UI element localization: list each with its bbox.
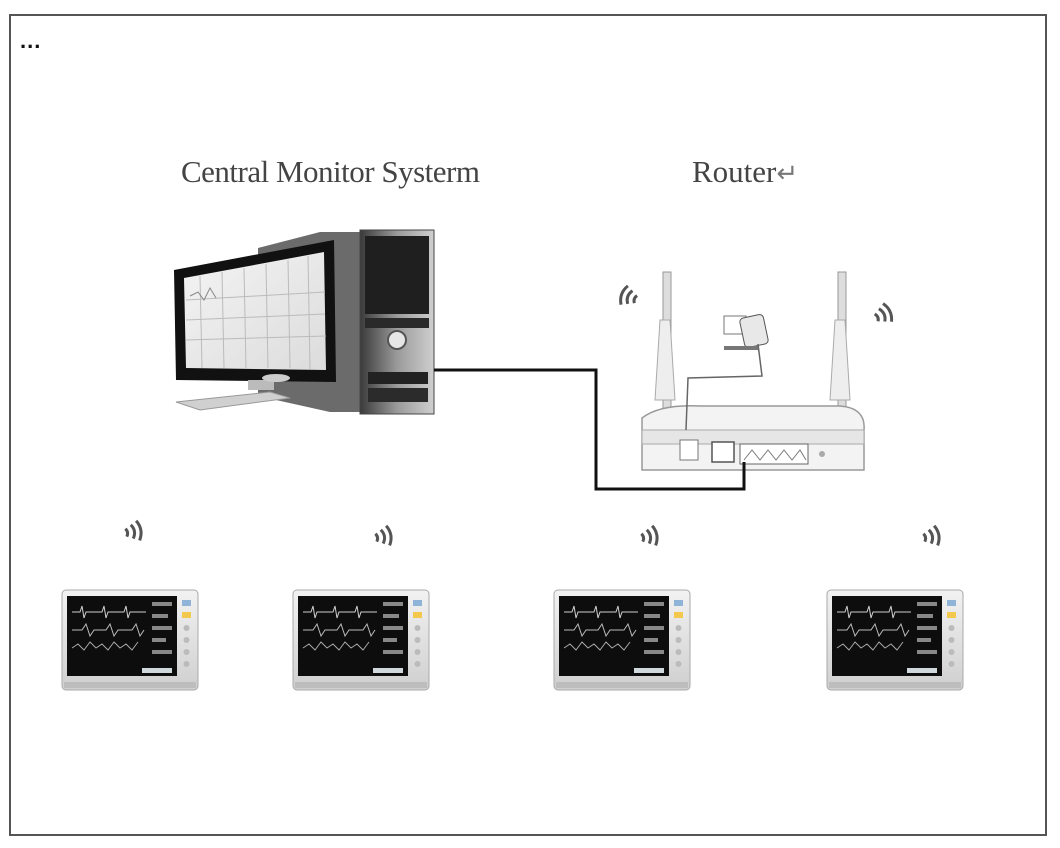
central-computer-display xyxy=(174,240,336,411)
router-label-text: Router xyxy=(692,154,777,189)
return-mark-icon: ↵ xyxy=(776,159,799,188)
patient-monitor-3 xyxy=(553,589,691,691)
monitor-3-wifi-icon xyxy=(638,523,661,550)
router-left-wifi-icon xyxy=(616,283,641,311)
diagram-frame xyxy=(9,14,1047,836)
monitor-4-wifi-icon xyxy=(920,523,943,550)
patient-monitor-4 xyxy=(826,589,964,691)
monitor-2-wifi-icon xyxy=(372,523,395,550)
central-monitor-label-text: Central Monitor Systerm xyxy=(181,154,480,189)
ethernet-cable xyxy=(434,368,746,491)
patient-monitor-2 xyxy=(292,589,430,691)
central-monitor-label: Central Monitor Systerm xyxy=(181,154,480,190)
router-right-wifi-icon xyxy=(870,300,896,329)
monitor-1-wifi-icon xyxy=(122,518,145,545)
router-device xyxy=(641,271,865,471)
more-options-icon[interactable]: ... xyxy=(20,28,42,53)
patient-monitor-1 xyxy=(61,589,199,691)
router-label: Router↵ xyxy=(692,154,798,190)
